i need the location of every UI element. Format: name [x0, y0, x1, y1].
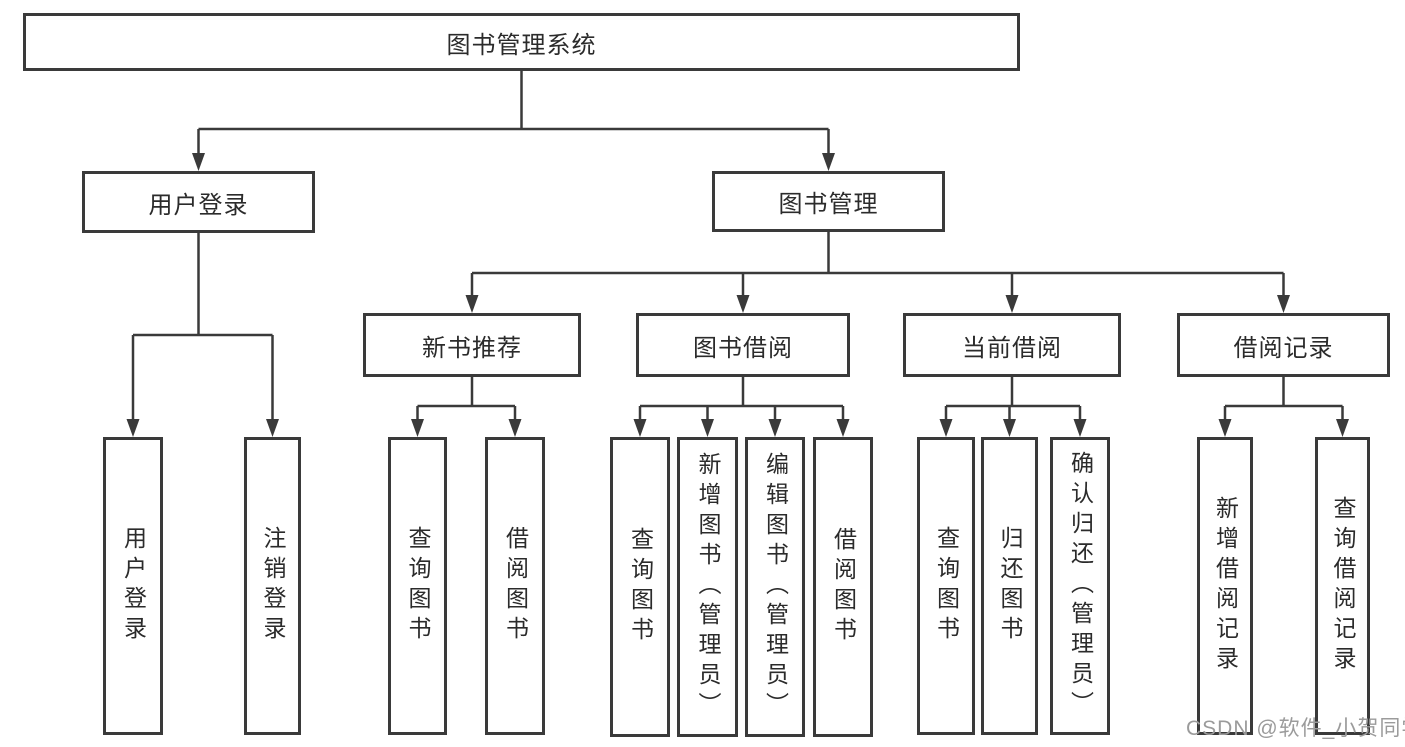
- node-label: 图书管理系统: [446, 31, 597, 59]
- node-label: 用户登录: [148, 191, 249, 219]
- node-leaf-add-borrow-record: 新增借阅记录: [1197, 437, 1253, 735]
- node-current-borrowing: 当前借阅: [903, 313, 1121, 377]
- node-user-login-module: 用户登录: [82, 171, 315, 233]
- node-label: 查询图书: [405, 526, 431, 646]
- node-leaf-edit-books-admin: 编辑图书（管理员）: [745, 437, 805, 737]
- node-label: 编辑图书（管理员）: [762, 452, 789, 722]
- node-book-borrowing: 图书借阅: [636, 313, 850, 377]
- node-label: 当前借阅: [962, 334, 1062, 362]
- node-leaf-query-books-rec: 查询图书: [388, 437, 447, 735]
- connector-segments: [131, 71, 1344, 421]
- node-label: 归还图书: [997, 526, 1023, 646]
- csdn-watermark: CSDN @软件_小贺同学: [1186, 717, 1405, 740]
- node-label: 借阅图书: [830, 527, 857, 647]
- arrowheads: [126, 153, 1349, 437]
- node-leaf-user-login: 用户登录: [103, 437, 163, 735]
- node-label: 新增图书（管理员）: [695, 452, 721, 722]
- node-leaf-logout: 注销登录: [244, 437, 301, 735]
- node-leaf-borrow-books-rec: 借阅图书: [485, 437, 545, 735]
- node-label: 用户登录: [120, 526, 147, 646]
- node-label: 图书借阅: [693, 334, 793, 362]
- node-leaf-query-books: 查询图书: [610, 437, 670, 737]
- node-root: 图书管理系统: [23, 13, 1020, 71]
- node-leaf-add-books-admin: 新增图书（管理员）: [677, 437, 738, 737]
- node-label: 查询借阅记录: [1330, 496, 1356, 676]
- node-label: 注销登录: [260, 526, 286, 646]
- node-label: 查询图书: [627, 527, 654, 647]
- node-label: 借阅记录: [1233, 334, 1334, 362]
- node-borrowing-records: 借阅记录: [1177, 313, 1390, 377]
- node-label: 图书管理: [778, 191, 879, 218]
- node-leaf-return-books: 归还图书: [981, 437, 1038, 735]
- node-label: 确认归还（管理员）: [1067, 451, 1094, 721]
- node-leaf-confirm-return-admin: 确认归还（管理员）: [1050, 437, 1110, 735]
- node-label: 新书推荐: [422, 334, 522, 362]
- node-book-management: 图书管理: [712, 171, 945, 232]
- node-leaf-query-borrow-record: 查询借阅记录: [1315, 437, 1370, 735]
- node-leaf-query-books-current: 查询图书: [917, 437, 975, 735]
- node-new-book-recommend: 新书推荐: [363, 313, 581, 377]
- node-leaf-borrow-books: 借阅图书: [813, 437, 873, 737]
- node-label: 查询图书: [933, 526, 960, 646]
- node-label: 新增借阅记录: [1212, 496, 1239, 676]
- node-label: 借阅图书: [502, 526, 529, 646]
